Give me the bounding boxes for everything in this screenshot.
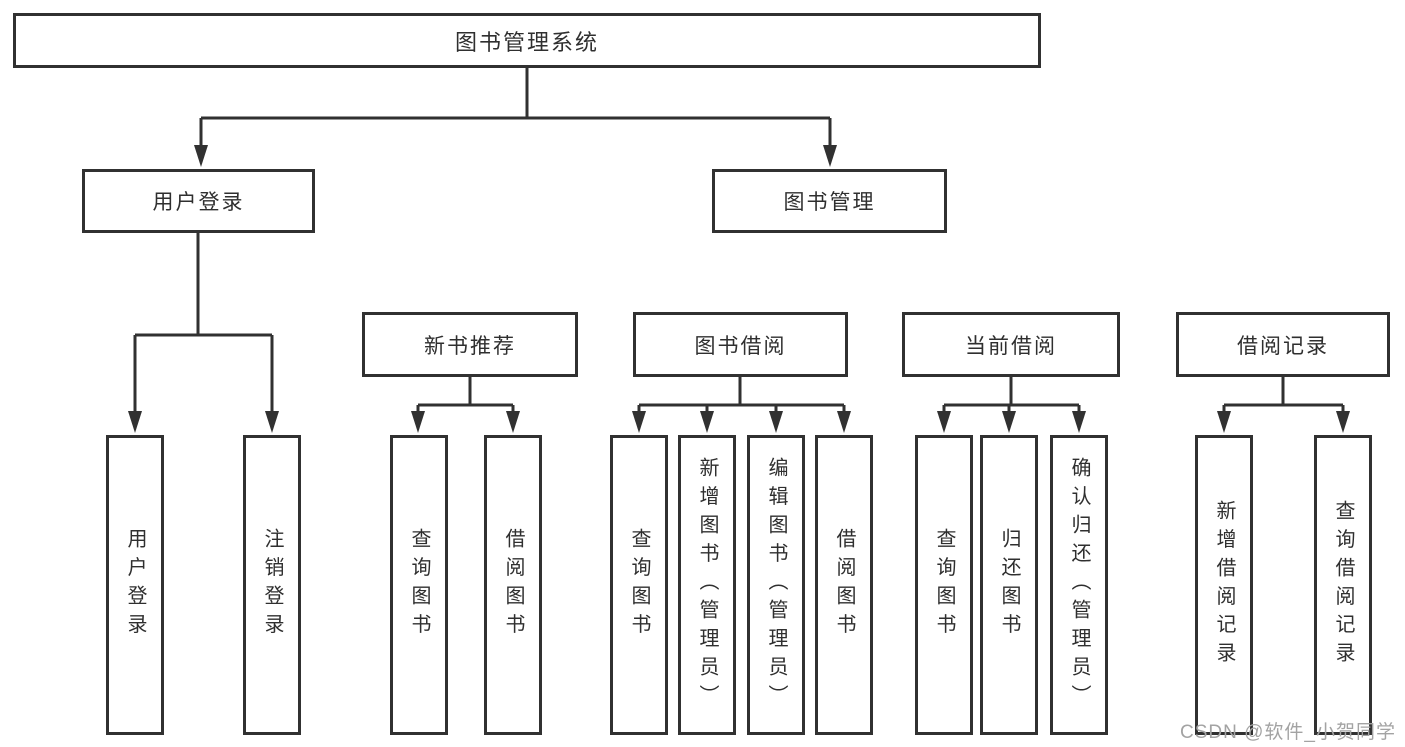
node-current-borrow: 当前借阅 (902, 312, 1120, 377)
leaf-query-borrow-record: 查询借阅记录 (1314, 435, 1372, 735)
leaf-user-login: 用户登录 (106, 435, 164, 735)
node-book-management: 图书管理 (712, 169, 947, 233)
leaf-query-books-recommend: 查询图书 (390, 435, 448, 735)
leaf-borrow-books-recommend: 借阅图书 (484, 435, 542, 735)
connector-paths (133, 68, 1345, 414)
leaf-add-borrow-record: 新增借阅记录 (1195, 435, 1253, 735)
leaf-add-book-admin: 新增图书（管理员） (678, 435, 736, 735)
node-root-system: 图书管理系统 (13, 13, 1041, 68)
csdn-watermark: CSDN @软件_小贺同学 (1180, 722, 1396, 743)
leaf-borrow-books: 借阅图书 (815, 435, 873, 735)
node-borrow-records: 借阅记录 (1176, 312, 1390, 377)
node-user-login: 用户登录 (82, 169, 315, 233)
leaf-return-book: 归还图书 (980, 435, 1038, 735)
leaf-query-books-borrow: 查询图书 (610, 435, 668, 735)
arrowheads (128, 145, 1350, 433)
leaf-query-books-current: 查询图书 (915, 435, 973, 735)
leaf-logout: 注销登录 (243, 435, 301, 735)
leaf-edit-book-admin: 编辑图书（管理员） (747, 435, 805, 735)
node-book-borrow: 图书借阅 (633, 312, 848, 377)
leaf-confirm-return-admin: 确认归还（管理员） (1050, 435, 1108, 735)
node-new-book-recommend: 新书推荐 (362, 312, 578, 377)
